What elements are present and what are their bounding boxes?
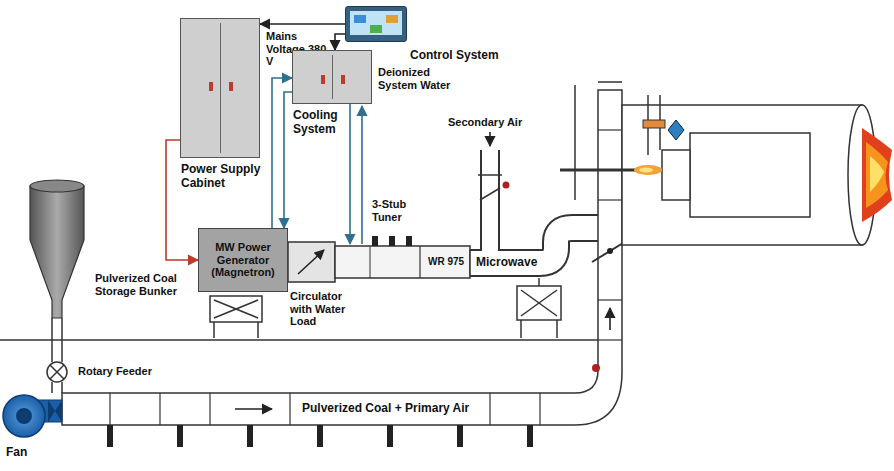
door-handle bbox=[209, 82, 213, 91]
door-handle bbox=[341, 75, 345, 84]
screen-widget bbox=[370, 25, 382, 33]
part-label: Fan bbox=[6, 446, 27, 460]
node-text: Cooling System bbox=[293, 109, 345, 137]
door-handle bbox=[229, 82, 233, 91]
cabinet-door-split bbox=[332, 55, 333, 99]
part-label: Deionized System Water bbox=[378, 66, 458, 91]
equipment-cabinet: Power Supply Cabinet bbox=[180, 18, 260, 158]
part-label: Rotary Feeder bbox=[78, 365, 152, 378]
screen-panel bbox=[350, 11, 402, 35]
connector-line bbox=[260, 23, 345, 25]
node-text: Control System bbox=[410, 49, 499, 63]
part-label: Pulverized Coal + Primary Air bbox=[300, 402, 471, 416]
connector-line bbox=[335, 34, 345, 50]
node-text: MW Power Generator (Magnetron) bbox=[203, 241, 283, 279]
generator-box: MW Power Generator (Magnetron) bbox=[198, 228, 288, 292]
part-label: 3-Stub Tuner bbox=[372, 198, 424, 223]
part-label: Pulverized Coal Storage Bunker bbox=[95, 272, 195, 297]
connector-line bbox=[272, 78, 292, 228]
door-handle bbox=[321, 75, 325, 84]
connector-line bbox=[284, 92, 292, 228]
cabinet-door-split bbox=[220, 23, 221, 153]
connector-line bbox=[166, 140, 198, 260]
part-label: Microwave bbox=[474, 256, 539, 270]
part-label: Secondary Air bbox=[448, 116, 522, 129]
equipment-cabinet: Cooling System bbox=[292, 50, 372, 104]
control-screen: Control System bbox=[345, 6, 407, 42]
screen-widget bbox=[386, 15, 398, 23]
part-label: WR 975 bbox=[426, 256, 466, 268]
screen-widget bbox=[354, 15, 366, 23]
part-label: Circulator with Water Load bbox=[290, 290, 360, 328]
node-text: Power Supply Cabinet bbox=[181, 163, 265, 191]
